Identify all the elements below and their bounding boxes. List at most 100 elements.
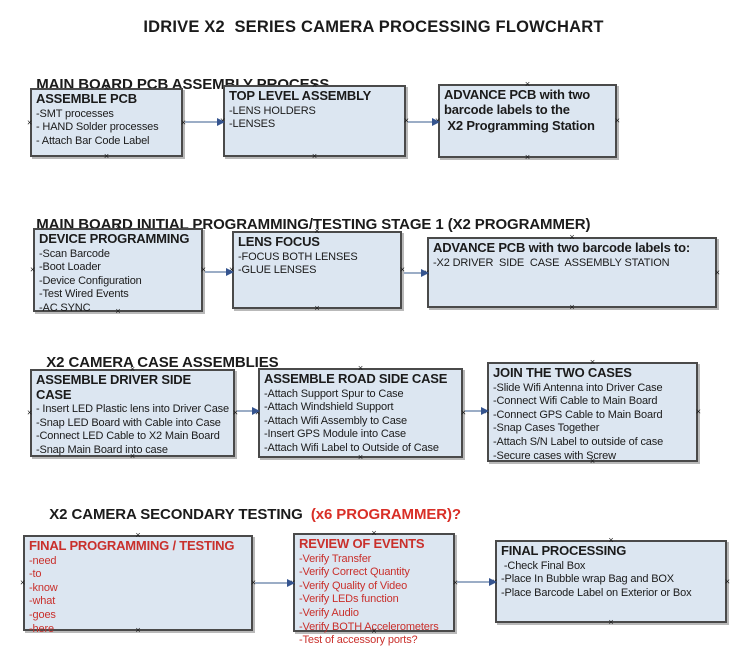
connector-handle-icon: × [403, 115, 409, 126]
box-line: -Insert GPS Module into Case [264, 428, 406, 441]
box-line: -here [29, 622, 54, 635]
flow-box-assemble-pcb[interactable]: ASSEMBLE PCB -SMT processes- HAND Solder… [27, 84, 186, 161]
flow-box-top-level-assembly[interactable]: TOP LEVEL ASSEMBLY -LENS HOLDERS-LENSES … [220, 81, 409, 161]
connector-handle-icon: × [115, 306, 121, 316]
connector-handle-icon: × [200, 264, 206, 275]
box-lines: -LENS HOLDERS-LENSES [229, 105, 400, 132]
section-heading-red-text: (x6 PROGRAMMER)? [306, 506, 461, 523]
box-line: -Place Barcode Label on Exterior or Box [501, 586, 692, 599]
connector-handle-icon: × [129, 451, 136, 461]
flow-box-lens-focus[interactable]: LENS FOCUS -FOCUS BOTH LENSES-GLUE LENSE… [229, 227, 405, 313]
flow-box-review-of-events[interactable]: REVIEW OF EVENTS -Verify Transfer-Verify… [290, 529, 458, 647]
box-line: -Device Configuration [39, 274, 142, 287]
box-line: -Test of accessory ports? [299, 634, 418, 647]
flow-box-final-processing[interactable]: FINAL PROCESSING -Check Final Box-Place … [492, 536, 730, 627]
connector-handle-icon: × [311, 80, 318, 90]
connector-handle-icon: × [357, 363, 364, 373]
connector-handle-icon: × [180, 117, 186, 127]
flow-box-advance-pcb-programming-station[interactable]: ADVANCE PCB with two barcode labels to t… [435, 80, 620, 162]
box-lines: -Check Final Box-Place In Bubble wrap Ba… [501, 560, 721, 601]
connector-handle-icon: × [314, 303, 320, 313]
connector-handle-icon: × [30, 264, 36, 275]
arrow-review-to-final-processing [457, 578, 497, 586]
section-heading-secondary-testing: X2 CAMERA SECONDARY TESTING (x6 PROGRAMM… [33, 489, 461, 540]
box-line: - Insert LED Plastic lens into Driver Ca… [36, 403, 229, 416]
box-title: REVIEW OF EVENTS [299, 536, 425, 551]
box-line: -Attach S/N Label to outside of case [493, 436, 664, 449]
box-lines: -Verify Transfer-Verify Correct Quantity… [299, 553, 449, 648]
box-title: ASSEMBLE PCB [36, 91, 137, 106]
connector-handle-icon: × [129, 364, 136, 374]
box-line: -Verify LEDs function [299, 593, 399, 606]
connector-handle-icon: × [27, 117, 33, 127]
connector-handle-icon: × [724, 576, 730, 586]
flow-box-assemble-driver-side-case[interactable]: ASSEMBLE DRIVER SIDE CASE - Insert LED P… [27, 365, 238, 461]
box-line: -Boot Loader [39, 261, 101, 274]
box-lines: X2 Programming Station [444, 118, 611, 134]
connector-handle-icon: × [357, 452, 364, 462]
connector-handle-icon: × [103, 151, 110, 161]
arrow-device-programming-to-lens-focus [205, 268, 234, 276]
box-line: -X2 DRIVER SIDE CASE ASSEMBLY STATION [433, 256, 670, 269]
box-title: ADVANCE PCB with two barcode labels to: [433, 240, 691, 255]
box-line: X2 Programming Station [444, 118, 595, 134]
connector-handle-icon: × [27, 407, 33, 418]
box-line: -Slide Wifi Antenna into Driver Case [493, 381, 663, 394]
box-line: -Place In Bubble wrap Bag and BOX [501, 573, 674, 586]
connector-handle-icon: × [399, 264, 405, 275]
box-line: -Snap Cases Together [493, 422, 600, 435]
arrow-top-level-to-advance-pcb [408, 118, 440, 126]
connector-handle-icon: × [250, 577, 256, 588]
box-line: -FOCUS BOTH LENSES [238, 250, 358, 263]
flow-box-assemble-road-side-case[interactable]: ASSEMBLE ROAD SIDE CASE -Attach Support … [255, 364, 466, 462]
flow-box-advance-pcb-driver-side[interactable]: ADVANCE PCB with two barcode labels to: … [424, 233, 720, 312]
connector-handle-icon: × [608, 617, 614, 627]
connector-handle-icon: × [103, 83, 110, 93]
connector-handle-icon: × [371, 626, 377, 636]
section-heading-text: X2 CAMERA CASE ASSEMBLIES [46, 354, 279, 371]
box-line: -Connect GPS Cable to Main Board [493, 408, 663, 421]
box-line: -Connect Wifi Cable to Main Board [493, 395, 658, 408]
box-line: -Snap Main Board into case [36, 443, 168, 456]
box-line: -Connect LED Cable to X2 Main Board [36, 430, 220, 443]
connector-handle-icon: × [524, 79, 531, 89]
connector-handle-icon: × [695, 406, 701, 417]
box-line: -LENS HOLDERS [229, 104, 316, 117]
connector-handle-icon: × [589, 357, 596, 367]
flow-box-device-programming[interactable]: DEVICE PROGRAMMING -Scan Barcode-Boot Lo… [30, 224, 206, 316]
box-lines: -Slide Wifi Antenna into Driver Case-Con… [493, 382, 692, 464]
connector-handle-icon: × [569, 302, 575, 312]
connector-handle-icon: × [452, 577, 458, 587]
box-line: -Scan Barcode [39, 247, 110, 260]
box-line: -Attach Support Spur to Case [264, 387, 404, 400]
connector-handle-icon: × [314, 226, 320, 236]
box-title: DEVICE PROGRAMMING [39, 231, 190, 246]
box-lines: - Insert LED Plastic lens into Driver Ca… [36, 403, 229, 458]
flow-box-final-programming-testing[interactable]: FINAL PROGRAMMING / TESTING -need-to-kno… [20, 531, 256, 635]
connector-handle-icon: × [614, 115, 620, 126]
page-title: IDRIVE X2 SERIES CAMERA PROCESSING FLOWC… [143, 18, 604, 36]
box-line: -SMT processes [36, 107, 114, 120]
box-line: -Verify Audio [299, 607, 359, 620]
arrow-final-programming-to-review [255, 579, 295, 587]
box-lines: -Scan Barcode-Boot Loader-Device Configu… [39, 248, 197, 316]
flow-box-join-the-two-cases[interactable]: JOIN THE TWO CASES -Slide Wifi Antenna i… [484, 358, 701, 466]
box-lines: -X2 DRIVER SIDE CASE ASSEMBLY STATION [433, 257, 711, 271]
box-line: -AC SYNC [39, 302, 91, 315]
box-line: -Verify BOTH Accelerometers [299, 620, 439, 633]
connector-handle-icon: × [608, 535, 614, 545]
connector-handle-icon: × [460, 407, 466, 418]
arrow-lens-focus-to-advance-pcb [404, 269, 429, 277]
box-line: -LENSES [229, 118, 276, 131]
box-line: -Check Final Box [501, 559, 586, 572]
box-line: -Verify Quality of Video [299, 579, 408, 592]
box-lines: -need-to-know-what-goes-here [29, 555, 247, 637]
box-line: -to [29, 568, 42, 581]
box-title: ADVANCE PCB with two barcode labels to t… [444, 87, 590, 117]
box-line: -Secure cases with Screw [493, 449, 616, 462]
box-title: JOIN THE TWO CASES [493, 365, 632, 380]
box-line: -Attach Wifi Label to Outside of Case [264, 442, 439, 455]
box-line: - HAND Solder processes [36, 121, 159, 134]
box-title: LENS FOCUS [238, 234, 320, 249]
section-heading-text: X2 CAMERA SECONDARY TESTING [49, 506, 307, 523]
